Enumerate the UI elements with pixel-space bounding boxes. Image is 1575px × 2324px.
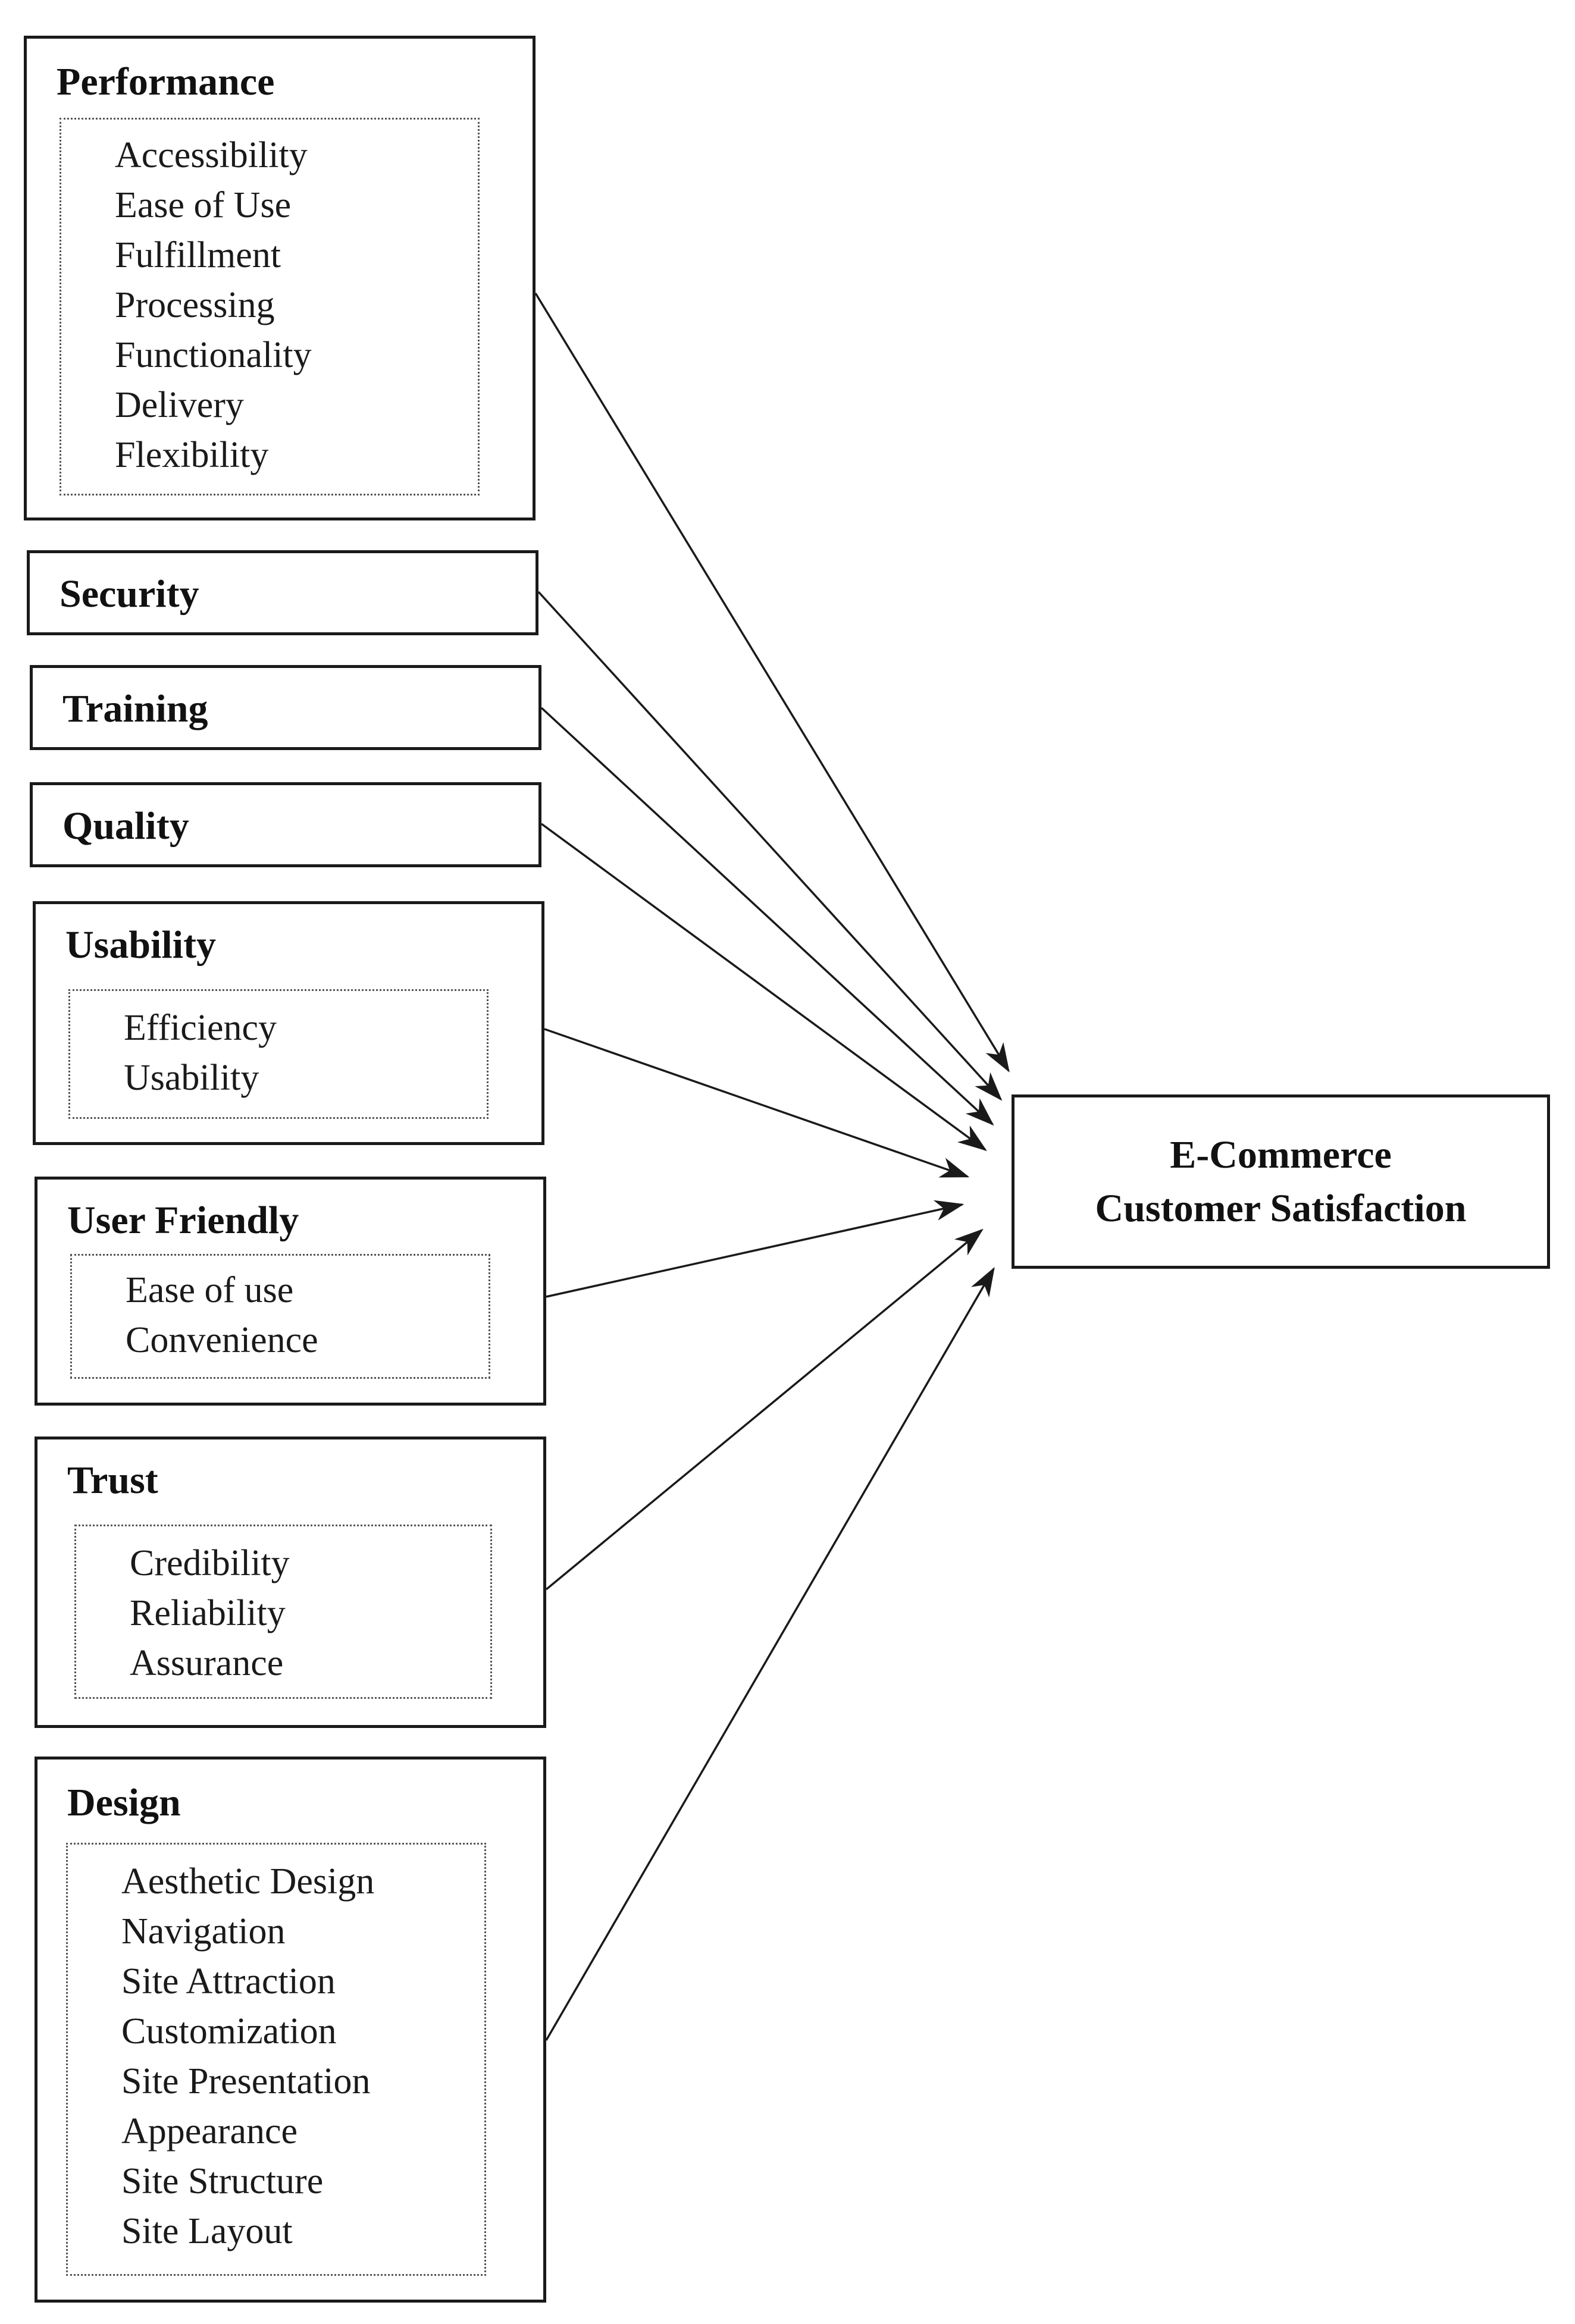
list-item: Flexibility (115, 435, 269, 475)
list-item: Appearance (121, 2111, 298, 2151)
target-box-ecommerce-satisfaction: E-Commerce Customer Satisfaction (1012, 1094, 1550, 1269)
factor-box-trust: Trust Credibility Reliability Assurance (35, 1437, 546, 1728)
list-item: Convenience (126, 1320, 318, 1360)
arrow-performance (534, 293, 1010, 1072)
list-item: Ease of use (126, 1270, 294, 1310)
factor-items-performance: Accessibility Ease of Use Fulfillment Pr… (60, 118, 480, 495)
factor-title-design: Design (67, 1781, 181, 1824)
factor-items-usability: Efficiency Usability (68, 989, 489, 1119)
list-item: Processing (115, 285, 275, 325)
target-title-line1: E-Commerce (1170, 1133, 1392, 1177)
arrow-quality (540, 823, 987, 1152)
list-item: Customization (121, 2011, 337, 2052)
arrow-usability (544, 1028, 970, 1178)
arrow-trust (545, 1228, 984, 1591)
list-item: Reliability (130, 1593, 286, 1633)
list-item: Site Attraction (121, 1961, 336, 2002)
factor-title-trust: Trust (67, 1459, 158, 1502)
list-item: Delivery (115, 385, 244, 425)
arrow-design (545, 1266, 995, 2041)
list-item: Site Structure (121, 2161, 324, 2201)
factor-items-user-friendly: Ease of use Convenience (70, 1254, 490, 1379)
list-item: Fulfillment (115, 235, 281, 275)
factor-box-performance: Performance Accessibility Ease of Use Fu… (24, 36, 536, 520)
factor-title-performance: Performance (57, 60, 275, 104)
list-item: Site Presentation (121, 2061, 371, 2102)
factor-box-quality: Quality (30, 782, 541, 867)
list-item: Efficiency (124, 1008, 277, 1048)
factor-box-user-friendly: User Friendly Ease of use Convenience (35, 1177, 546, 1406)
arrow-user-friendly (546, 1200, 965, 1298)
list-item: Usability (124, 1058, 259, 1098)
list-item: Credibility (130, 1543, 290, 1583)
factor-title-training: Training (62, 687, 208, 730)
list-item: Assurance (130, 1643, 284, 1683)
factor-title-usability: Usability (65, 923, 217, 967)
factor-title-quality: Quality (62, 804, 189, 848)
list-item: Functionality (115, 335, 312, 375)
factor-box-security: Security (27, 550, 538, 635)
factor-box-usability: Usability Efficiency Usability (33, 901, 544, 1145)
list-item: Accessibility (115, 135, 308, 175)
list-item: Navigation (121, 1911, 286, 1952)
arrow-training (540, 707, 994, 1126)
target-title-line2: Customer Satisfaction (1095, 1187, 1467, 1230)
factor-box-training: Training (30, 665, 541, 750)
factor-title-security: Security (60, 572, 199, 616)
factor-items-design: Aesthetic Design Navigation Site Attract… (66, 1843, 486, 2276)
factor-title-user-friendly: User Friendly (67, 1199, 299, 1242)
list-item: Aesthetic Design (121, 1861, 375, 1902)
factor-box-design: Design Aesthetic Design Navigation Site … (35, 1757, 546, 2303)
factor-items-trust: Credibility Reliability Assurance (74, 1525, 492, 1699)
list-item: Site Layout (121, 2211, 293, 2251)
arrow-security (537, 591, 1003, 1101)
list-item: Ease of Use (115, 185, 292, 225)
